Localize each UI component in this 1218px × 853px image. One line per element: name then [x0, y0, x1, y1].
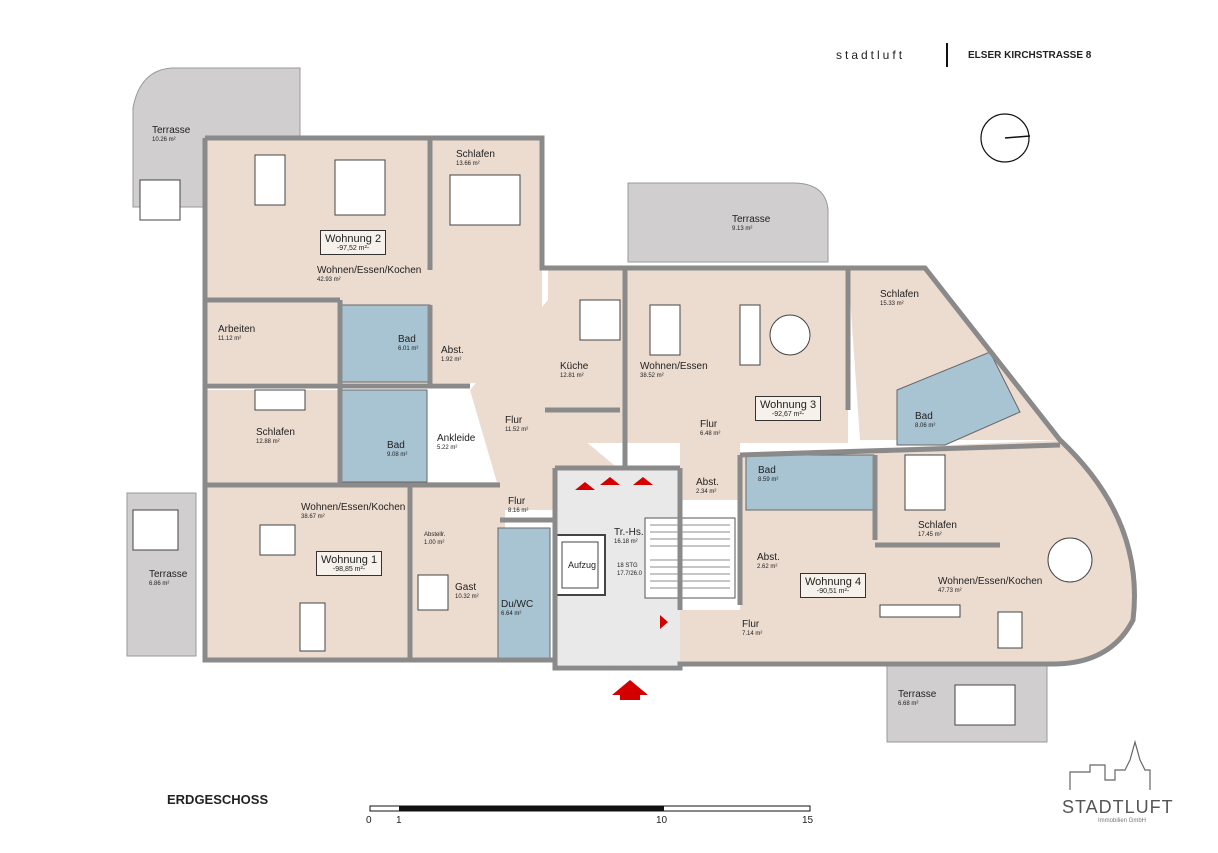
room-label: Tr.-Hs.16.18 m² [614, 527, 644, 546]
north-compass-icon [980, 113, 1031, 163]
scale-tick: 10 [656, 815, 668, 826]
room-label: Abstellr.1.00 m² [424, 532, 446, 546]
stair-arrows [575, 477, 668, 629]
scale-tick: 1 [396, 815, 402, 826]
unit-label: Wohnung 4-90,51 m²- [800, 573, 867, 598]
furniture [132, 154, 1093, 726]
terraces [126, 67, 1048, 743]
scale-tick: 0 [366, 815, 372, 826]
room-label: Abst.2.62 m² [757, 552, 780, 571]
walls [202, 135, 1137, 671]
bathrooms [341, 304, 1021, 659]
entrance-arrow-icon [612, 680, 648, 700]
logo-subtitle: Immobilien GmbH [1098, 818, 1147, 824]
logo-name: STADTLUFT [1062, 797, 1174, 817]
unit-label: Wohnung 3-92,67 m²- [755, 396, 822, 421]
floor-title: ERDGESCHOSS [167, 792, 269, 807]
brand-name: stadtluft [836, 48, 906, 62]
address: ELSER KIRCHSTRASSE 8 [968, 50, 1092, 61]
unit-label: Wohnung 2-97,52 m²- [320, 230, 387, 255]
scale-tick: 15 [802, 815, 814, 826]
lift-label: Aufzug [568, 560, 597, 570]
unit-label: Wohnung 1-98,85 m²- [316, 551, 383, 576]
stairwell [554, 468, 736, 665]
room-label: Abst.1.92 m² [441, 345, 464, 364]
logo-skyline-icon [1069, 739, 1151, 790]
scale-bar [369, 805, 811, 812]
room-label: Abst.2.34 m² [696, 477, 719, 496]
